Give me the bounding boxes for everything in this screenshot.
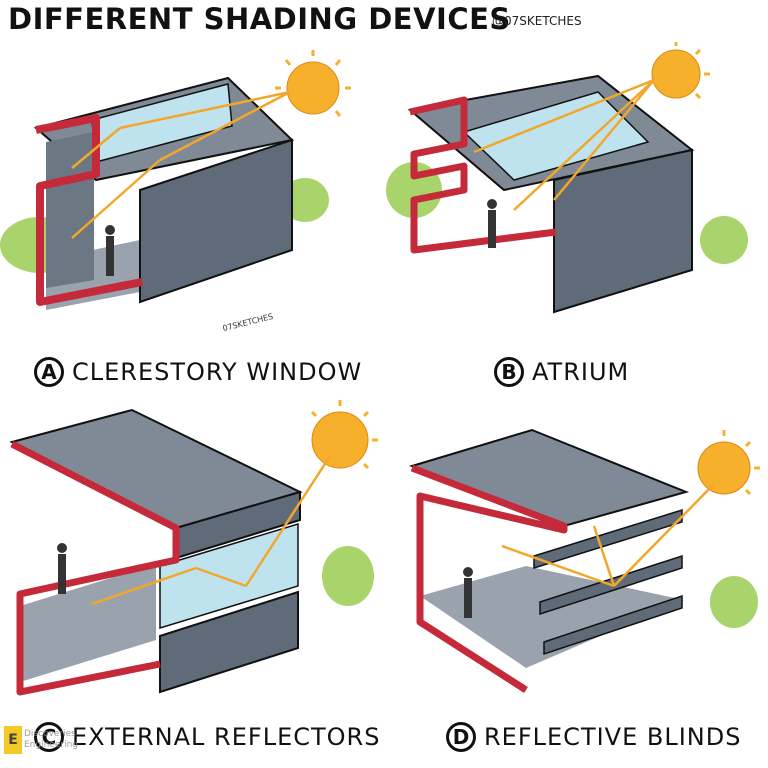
sun-icon (311, 411, 369, 469)
panel-atrium (384, 40, 768, 340)
reflective-blind (533, 508, 683, 570)
watermark-text: Discoveries Engineering (24, 729, 78, 751)
atrium-skylight (462, 91, 650, 181)
light-ray (473, 78, 655, 211)
watermark-line-1: Discoveries (24, 729, 76, 739)
panel-clerestory-window (0, 40, 384, 340)
watermark-line-2: Engineering (24, 740, 78, 750)
page-title: DIFFERENT SHADING DEVICES (8, 2, 511, 36)
sun-icon (286, 61, 340, 115)
sun-icon (697, 441, 751, 495)
author-handle: @07SKETCHES (492, 14, 582, 28)
person-head (57, 543, 67, 553)
light-ray (501, 483, 715, 588)
atrium-illustration (386, 42, 748, 314)
interior-floor (420, 566, 684, 668)
person-figure (106, 236, 114, 276)
front-wall (139, 138, 293, 304)
panel-caption: ATRIUM (532, 358, 630, 386)
person-head (463, 567, 473, 577)
panel-letter-badge: A (34, 357, 64, 387)
grass-patch (322, 546, 374, 606)
lower-wall (159, 590, 299, 694)
section-cut (35, 114, 143, 306)
caption-atrium: B ATRIUM (494, 357, 629, 387)
panel-reflective-blinds (384, 396, 768, 696)
grass-patch (710, 576, 758, 628)
panel-caption: CLERESTORY WINDOW (72, 358, 363, 386)
section-cut (410, 464, 568, 693)
external-reflectors-illustration (9, 400, 378, 696)
person-head (105, 225, 115, 235)
roof (408, 428, 690, 528)
reflective-blinds-illustration (408, 428, 760, 693)
person-figure (488, 210, 496, 248)
reflective-blind (543, 594, 683, 656)
front-wall (553, 148, 693, 314)
panel-caption: REFLECTIVE BLINDS (484, 723, 742, 751)
watermark: E Discoveries Engineering (4, 726, 78, 754)
panel-external-reflectors (0, 396, 384, 696)
section-cut (409, 96, 557, 254)
panel-caption: EXTERNAL REFLECTORS (72, 723, 381, 751)
caption-reflective-blinds: D REFLECTIVE BLINDS (446, 722, 741, 752)
sun-icon (651, 49, 701, 99)
grass-patch (700, 216, 748, 264)
light-ray (71, 90, 291, 239)
panel-letter-badge: B (494, 357, 524, 387)
panel-letter-badge: D (446, 722, 476, 752)
caption-clerestory-window: A CLERESTORY WINDOW (34, 357, 362, 387)
person-head (487, 199, 497, 209)
person-figure (464, 578, 472, 618)
clerestory-window-illustration (0, 50, 351, 310)
window-glass (159, 522, 299, 630)
caption-external-reflectors: C EXTERNAL REFLECTORS (34, 722, 380, 752)
watermark-logo: E (4, 726, 22, 754)
section-cut (10, 440, 180, 696)
person-figure (58, 554, 66, 594)
panel-letter-badge: C (34, 722, 64, 752)
interior-wall (46, 132, 94, 288)
light-ray (91, 455, 332, 606)
